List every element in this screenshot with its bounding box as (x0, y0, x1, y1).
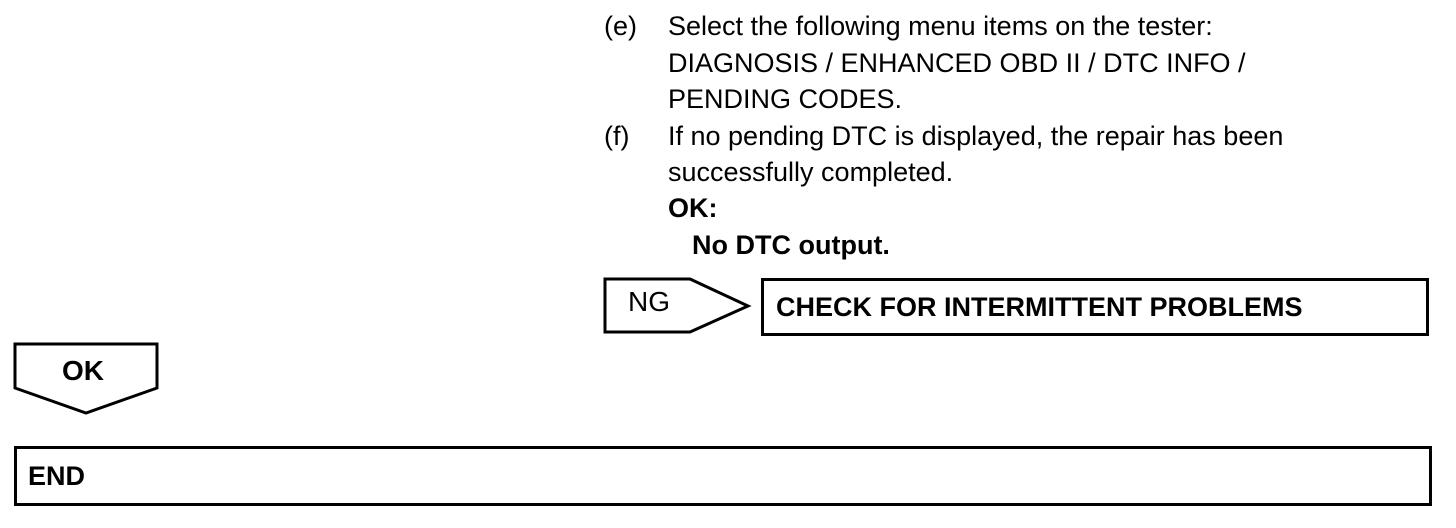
ng-target-box: CHECK FOR INTERMITTENT PROBLEMS (761, 278, 1429, 336)
end-label: END (28, 460, 86, 491)
step-text: Select the following menu items on the t… (668, 11, 1246, 114)
procedure-steps: (e) Select the following menu items on t… (604, 8, 1424, 191)
step-letter: (e) (604, 11, 637, 41)
ok-criteria: OK: No DTC output. (668, 190, 890, 264)
step-letter: (f) (604, 120, 630, 151)
ok-criteria-label: OK: (668, 193, 718, 223)
step-text: If no pending DTC is displayed, the repa… (668, 120, 1284, 188)
ok-arrow-shape (13, 342, 159, 415)
ng-target-label: CHECK FOR INTERMITTENT PROBLEMS (776, 291, 1303, 322)
ok-label: OK (62, 355, 104, 386)
step-e: (e) Select the following menu items on t… (604, 8, 1424, 118)
step-f: (f) If no pending DTC is displayed, the … (604, 118, 1424, 191)
ng-label: NG (628, 286, 670, 317)
ok-criteria-result: No DTC output. (692, 230, 890, 260)
end-box: END (14, 446, 1432, 506)
ng-arrow-shape (603, 277, 752, 334)
